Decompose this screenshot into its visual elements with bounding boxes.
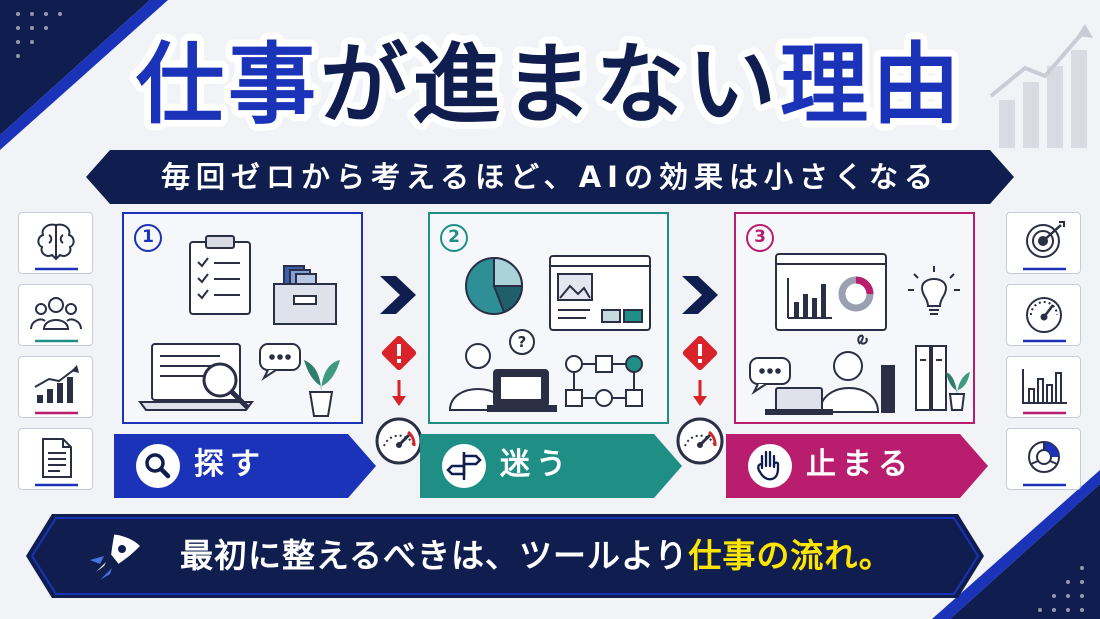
speedometer-icon	[375, 417, 423, 465]
magnifier-icon	[145, 453, 171, 479]
footer-text-main: 最初に整えるべきは、ツールより	[180, 536, 689, 575]
corner-decoration-bottom-right	[932, 470, 1100, 619]
step2-illustration: ?	[448, 255, 651, 412]
donut-chart-icon	[1006, 428, 1081, 490]
warning-icon	[682, 336, 718, 406]
warning-icon	[381, 336, 417, 406]
hand-stop-icon	[757, 450, 780, 481]
speedometer-icon	[676, 417, 724, 465]
pie-chart-icon	[465, 256, 524, 315]
step3-illustration	[749, 253, 970, 415]
subtitle-text: 毎回ゼロから考えるほど、AIの効果は小さくなる	[161, 160, 939, 194]
plant-icon	[304, 360, 340, 417]
chevron-right-icon	[682, 276, 718, 314]
gauge-icon	[1006, 284, 1081, 346]
step-label-band-3: 止まる	[726, 434, 988, 498]
step-label-1: 探す	[194, 447, 266, 482]
footer-text-highlight: 仕事の流れ。	[688, 536, 893, 575]
stuck-person-icon	[749, 334, 895, 415]
step-label-3: 止まる	[806, 447, 914, 482]
flowchart-icon	[565, 355, 643, 407]
rocket-icon	[90, 534, 140, 580]
dashboard-window-icon	[775, 253, 887, 331]
step-label-band-1: 探す	[114, 434, 376, 498]
svg-text:?: ?	[518, 333, 527, 351]
laptop-search-icon	[138, 343, 254, 411]
step-panel-2: 2 ?	[428, 212, 669, 424]
step-panel-3: 3	[734, 212, 975, 424]
file-box-icon	[273, 265, 337, 325]
step-label-band-2: 迷う	[420, 434, 682, 498]
title-part3: 理由	[780, 33, 964, 135]
step-label-2: 迷う	[500, 447, 572, 482]
team-icon	[18, 284, 93, 346]
step-number-2: 2	[440, 224, 468, 252]
svg-text:仕事が進まない理由: 仕事が進まない理由	[136, 33, 964, 135]
step-number-1: 1	[134, 224, 162, 252]
title-part2: が進まない	[320, 33, 780, 135]
page-title: 仕事が進まない理由	[0, 20, 1100, 135]
clipboard-icon	[189, 235, 251, 315]
corner-decoration-top-left	[0, 0, 168, 150]
document-icon	[18, 428, 93, 490]
step1-illustration	[138, 235, 340, 417]
title-part1: 仕事	[136, 33, 320, 135]
bar-chart-icon	[1006, 356, 1081, 418]
speech-bubble-icon	[259, 343, 301, 381]
browser-window-icon	[549, 255, 651, 331]
chevron-right-icon	[380, 276, 416, 314]
signpost-icon	[446, 452, 482, 480]
target-icon	[1006, 212, 1081, 274]
step-panel-1: 1	[122, 212, 363, 424]
brain-icon	[18, 212, 93, 274]
footer-text: 最初に整えるべきは、ツールより仕事の流れ。	[180, 514, 893, 598]
growth-chart-decoration-icon	[989, 24, 1093, 148]
thinking-person-icon: ?	[448, 329, 557, 412]
subtitle-banner: 毎回ゼロから考えるほど、AIの効果は小さくなる	[86, 150, 1014, 204]
step-number-3: 3	[746, 224, 774, 252]
footer-banner: 最初に整えるべきは、ツールより仕事の流れ。	[26, 514, 984, 598]
growth-chart-icon	[18, 356, 93, 418]
binders-icon	[915, 345, 970, 411]
light-bulb-icon	[908, 266, 960, 315]
